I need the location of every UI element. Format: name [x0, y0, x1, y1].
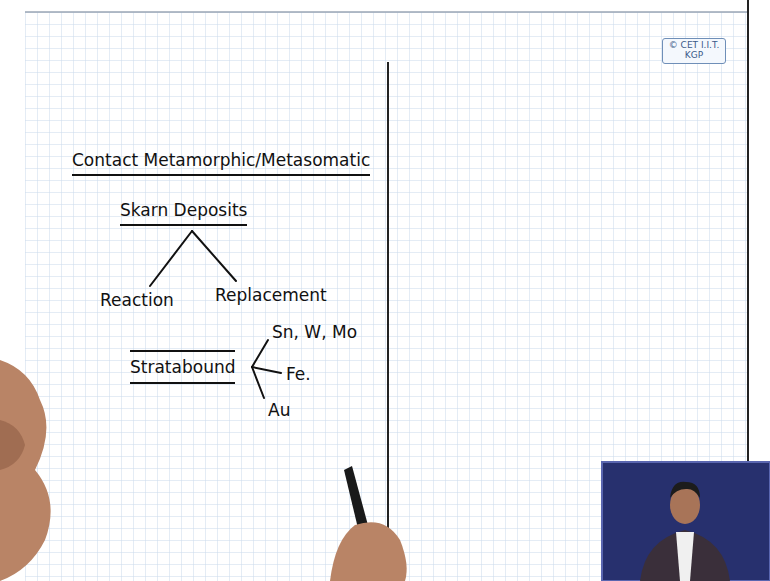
label-wrap: Skarn Deposits [120, 200, 247, 226]
video-frame [602, 462, 770, 581]
branch-text: Reaction [100, 290, 174, 310]
metal-text: Fe. [286, 364, 311, 384]
paper-edge [25, 11, 748, 13]
jacket [640, 530, 730, 581]
hand [330, 522, 407, 581]
heading-text: Skarn Deposits [120, 200, 247, 226]
hand [0, 360, 51, 581]
metal-text: Sn, W, Mo [272, 322, 357, 342]
branch-line [192, 231, 236, 281]
label-wrap: Replacement [215, 285, 327, 305]
title-text: Contact Metamorphic/Metasomatic [72, 150, 370, 176]
label-wrap: Fe. [286, 364, 311, 384]
watermark-box: © CET I.I.T. KGP [662, 38, 726, 64]
heading-text: Stratabound [130, 350, 235, 384]
label-wrap: Reaction [100, 290, 174, 310]
label-wrap: Au [268, 400, 290, 420]
metal-text: Au [268, 400, 290, 420]
divider-line [387, 62, 389, 581]
title-wrap: Contact Metamorphic/Metasomatic [72, 150, 370, 176]
branch-line [252, 367, 281, 373]
label-wrap: Sn, W, Mo [272, 322, 357, 342]
label-wrap: Stratabound [130, 350, 235, 384]
branch-line [150, 231, 192, 286]
hand [0, 420, 25, 470]
branch-line [252, 367, 264, 398]
branch-text: Replacement [215, 285, 327, 305]
branch-line [252, 340, 268, 367]
watermark-text: © CET I.I.T. KGP [667, 40, 721, 60]
video-inset [602, 462, 770, 581]
hair [670, 482, 700, 498]
shirt [676, 532, 694, 581]
